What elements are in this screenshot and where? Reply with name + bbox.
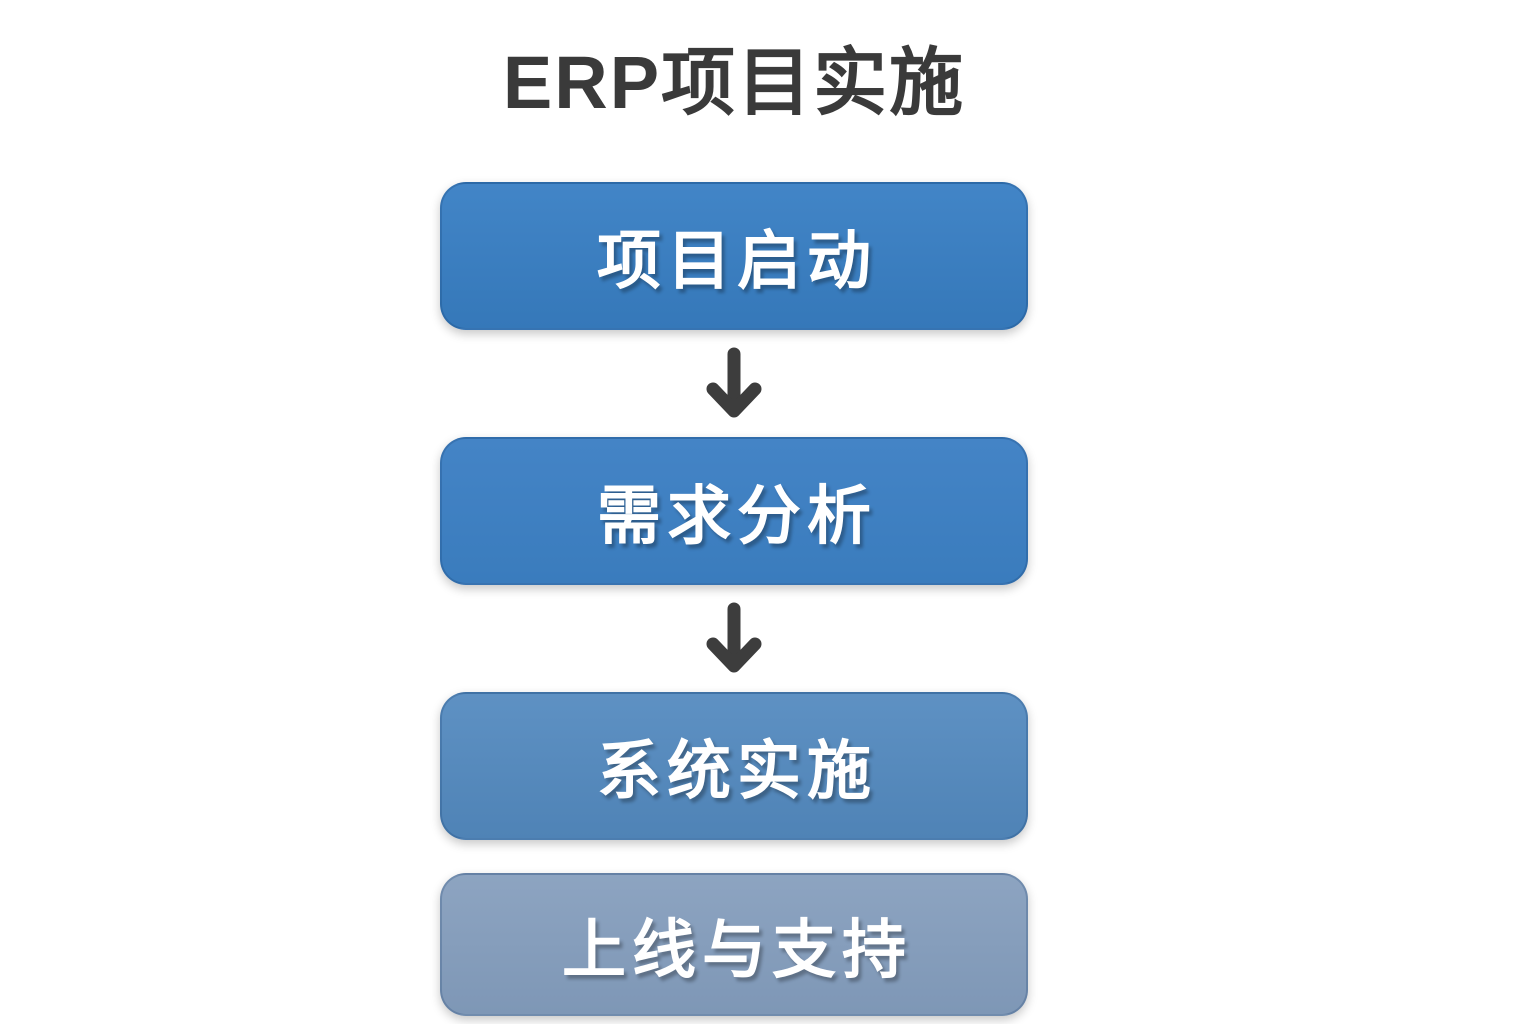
flow-node-label: 系统实施 (597, 735, 877, 807)
flow-node-project-kickoff: 项目启动 (440, 182, 1028, 330)
flow-node-golive-support: 上线与支持 (440, 873, 1028, 1016)
diagram-title: ERP项目实施 (502, 41, 966, 124)
flow-node-label: 上线与支持 (562, 913, 912, 986)
flow-node-system-implementation: 系统实施 (440, 692, 1028, 840)
flow-column: ERP项目实施 项目启动 需求分析 系统实施 上线与支持 (440, 0, 1028, 1016)
connector-slot (704, 585, 764, 692)
flow-node-requirements-analysis: 需求分析 (440, 437, 1028, 585)
flow-node-label: 项目启动 (597, 225, 877, 297)
down-arrow-icon (706, 347, 762, 417)
down-arrow-icon (706, 602, 762, 672)
connector-slot (704, 330, 764, 437)
flow-node-label: 需求分析 (597, 480, 877, 552)
